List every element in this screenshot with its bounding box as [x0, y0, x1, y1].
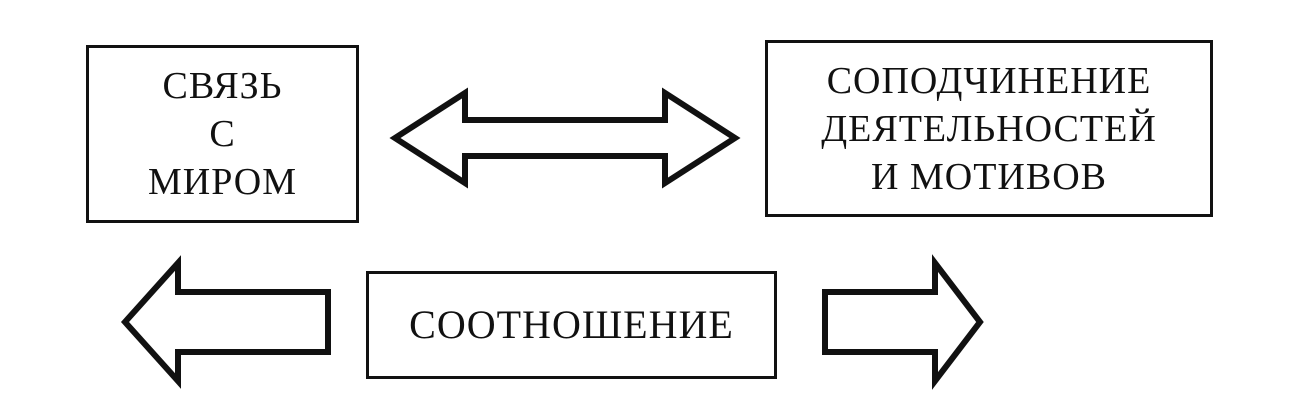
subordination-box-line-3: И МОТИВОВ [871, 155, 1107, 198]
subordination-box-line-2: ДЕЯТЕЛЬНОСТЕЙ [821, 107, 1157, 150]
left-arrow-icon [120, 255, 331, 389]
subordination-box-line-1: СОПОДЧИНЕНИЕ [826, 59, 1152, 102]
link-box-line-1: СВЯЗЬ [162, 65, 283, 107]
relation-box: СООТНОШЕНИЕ [366, 271, 777, 379]
double-headed-arrow-shape [389, 87, 741, 189]
right-arrow-icon [822, 254, 984, 390]
right-arrow-shape [822, 254, 984, 390]
link-with-world-box: СВЯЗЬ С МИРОМ [86, 45, 359, 223]
link-box-line-2: С [209, 113, 236, 155]
link-box-line-3: МИРОМ [147, 161, 298, 203]
relation-box-label: СООТНОШЕНИЕ [409, 302, 734, 347]
left-arrow-shape [120, 255, 331, 389]
subordination-box: СОПОДЧИНЕНИЕ ДЕЯТЕЛЬНОСТЕЙ И МОТИВОВ [765, 40, 1213, 217]
double-headed-arrow-icon [389, 87, 741, 189]
